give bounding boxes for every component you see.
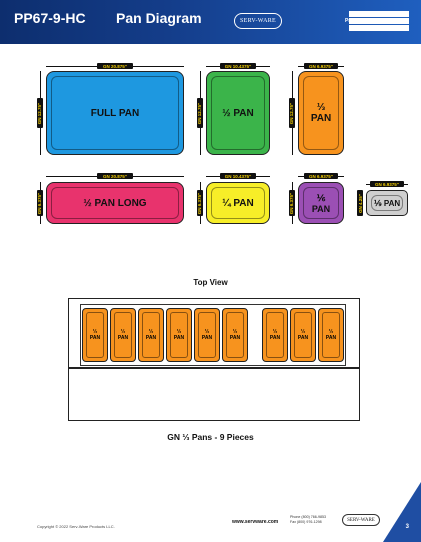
half-pan: ½ PAN [206, 71, 270, 155]
website-link[interactable]: www.servware.com [232, 519, 279, 525]
mini-pan-label: PAN [229, 335, 241, 341]
product-code: PP67-9-HC [14, 10, 86, 26]
ninth-pan: ⅑ PAN [366, 190, 408, 216]
mini-pan-fraction: ⅓ [232, 329, 238, 335]
half-long-height-dim: GN 6.375" [37, 190, 43, 216]
mini-pan-label: PAN [89, 335, 101, 341]
half-width-dim: GN 10.4375" [220, 63, 256, 69]
ninth-pan-label: ⅑ PAN [373, 198, 401, 208]
page-number: 3 [405, 524, 409, 530]
third-pan: ⅓ PAN [298, 71, 344, 155]
item-field[interactable] [349, 11, 409, 17]
quarter-pan-label: ¼ PAN [222, 197, 254, 209]
ninth-width-dim: GN 6.9375" [370, 181, 404, 187]
mini-pan-label: PAN [145, 335, 157, 341]
brand-logo: SERV-WARE [234, 13, 282, 29]
full-width-dim: GN 20.875" [97, 63, 133, 69]
phone-number: Phone (800) 766-9853 [290, 515, 326, 519]
full-pan: FULL PAN [46, 71, 184, 155]
mini-pan-label: PAN [117, 335, 129, 341]
quarter-width-dim: GN 10.4375" [220, 173, 256, 179]
sixth-width-dim: GN 6.9375" [304, 173, 338, 179]
mini-pan-fraction: ⅓ [148, 329, 154, 335]
mini-pan-label: PAN [201, 335, 213, 341]
mini-pan-fraction: ⅓ [92, 329, 98, 335]
third-pan-label: PAN [310, 113, 332, 124]
sixth-pan: ⅙ PAN [298, 182, 344, 224]
ninth-height-dim: GN 4.25" [357, 190, 363, 216]
sixth-pan-label: PAN [311, 203, 331, 214]
half-long-width-dim: GN 20.875" [97, 173, 133, 179]
page-title: Pan Diagram [116, 10, 202, 26]
pan-count-caption: GN ⅓ Pans - 9 Pieces [167, 432, 254, 442]
mini-pan-label: PAN [325, 335, 337, 341]
sixth-pan-fraction: ⅙ [316, 192, 326, 203]
half-long-pan: ½ PAN LONG [46, 182, 184, 224]
fax-number: Fax (800) 976-1298 [290, 520, 322, 524]
half-long-pan-label: ½ PAN LONG [83, 197, 147, 209]
tray-divider [68, 367, 360, 369]
footer-logo: SERV-WARE [342, 514, 380, 526]
full-height-dim: GN 12.75" [37, 98, 43, 128]
mini-pan-fraction: ⅓ [300, 329, 306, 335]
third-pan-fraction: ⅓ [316, 102, 326, 113]
mini-pan-label: PAN [269, 335, 281, 341]
mini-pan-fraction: ⅓ [120, 329, 126, 335]
top-view-title: Top View [193, 278, 228, 287]
header-bar: PP67-9-HC Pan Diagram SERV-WARE Item # P… [0, 0, 421, 44]
corner-accent [383, 482, 421, 542]
half-pan-label: ½ PAN [222, 107, 254, 119]
half-height-dim: GN 12.75" [197, 98, 203, 128]
quarter-height-dim: GN 6.375" [197, 190, 203, 216]
mini-pan-fraction: ⅓ [204, 329, 210, 335]
mini-pan-fraction: ⅓ [176, 329, 182, 335]
qty-field[interactable] [349, 25, 409, 31]
mini-pan-label: PAN [173, 335, 185, 341]
contact-numbers: Phone (800) 766-9853 Fax (800) 976-1298 [290, 515, 326, 525]
full-pan-label: FULL PAN [90, 107, 140, 119]
third-height-dim: GN 12.75" [289, 98, 295, 128]
sixth-height-dim: GN 6.375" [289, 190, 295, 216]
project-field[interactable] [349, 18, 409, 24]
copyright-text: Copyright © 2022 Serv-Ware Products LLC. [37, 524, 115, 529]
mini-pan-fraction: ⅓ [328, 329, 334, 335]
quarter-pan: ¼ PAN [206, 182, 270, 224]
mini-pan-label: PAN [297, 335, 309, 341]
third-width-dim: GN 6.9375" [304, 63, 338, 69]
mini-pan-fraction: ⅓ [272, 329, 278, 335]
